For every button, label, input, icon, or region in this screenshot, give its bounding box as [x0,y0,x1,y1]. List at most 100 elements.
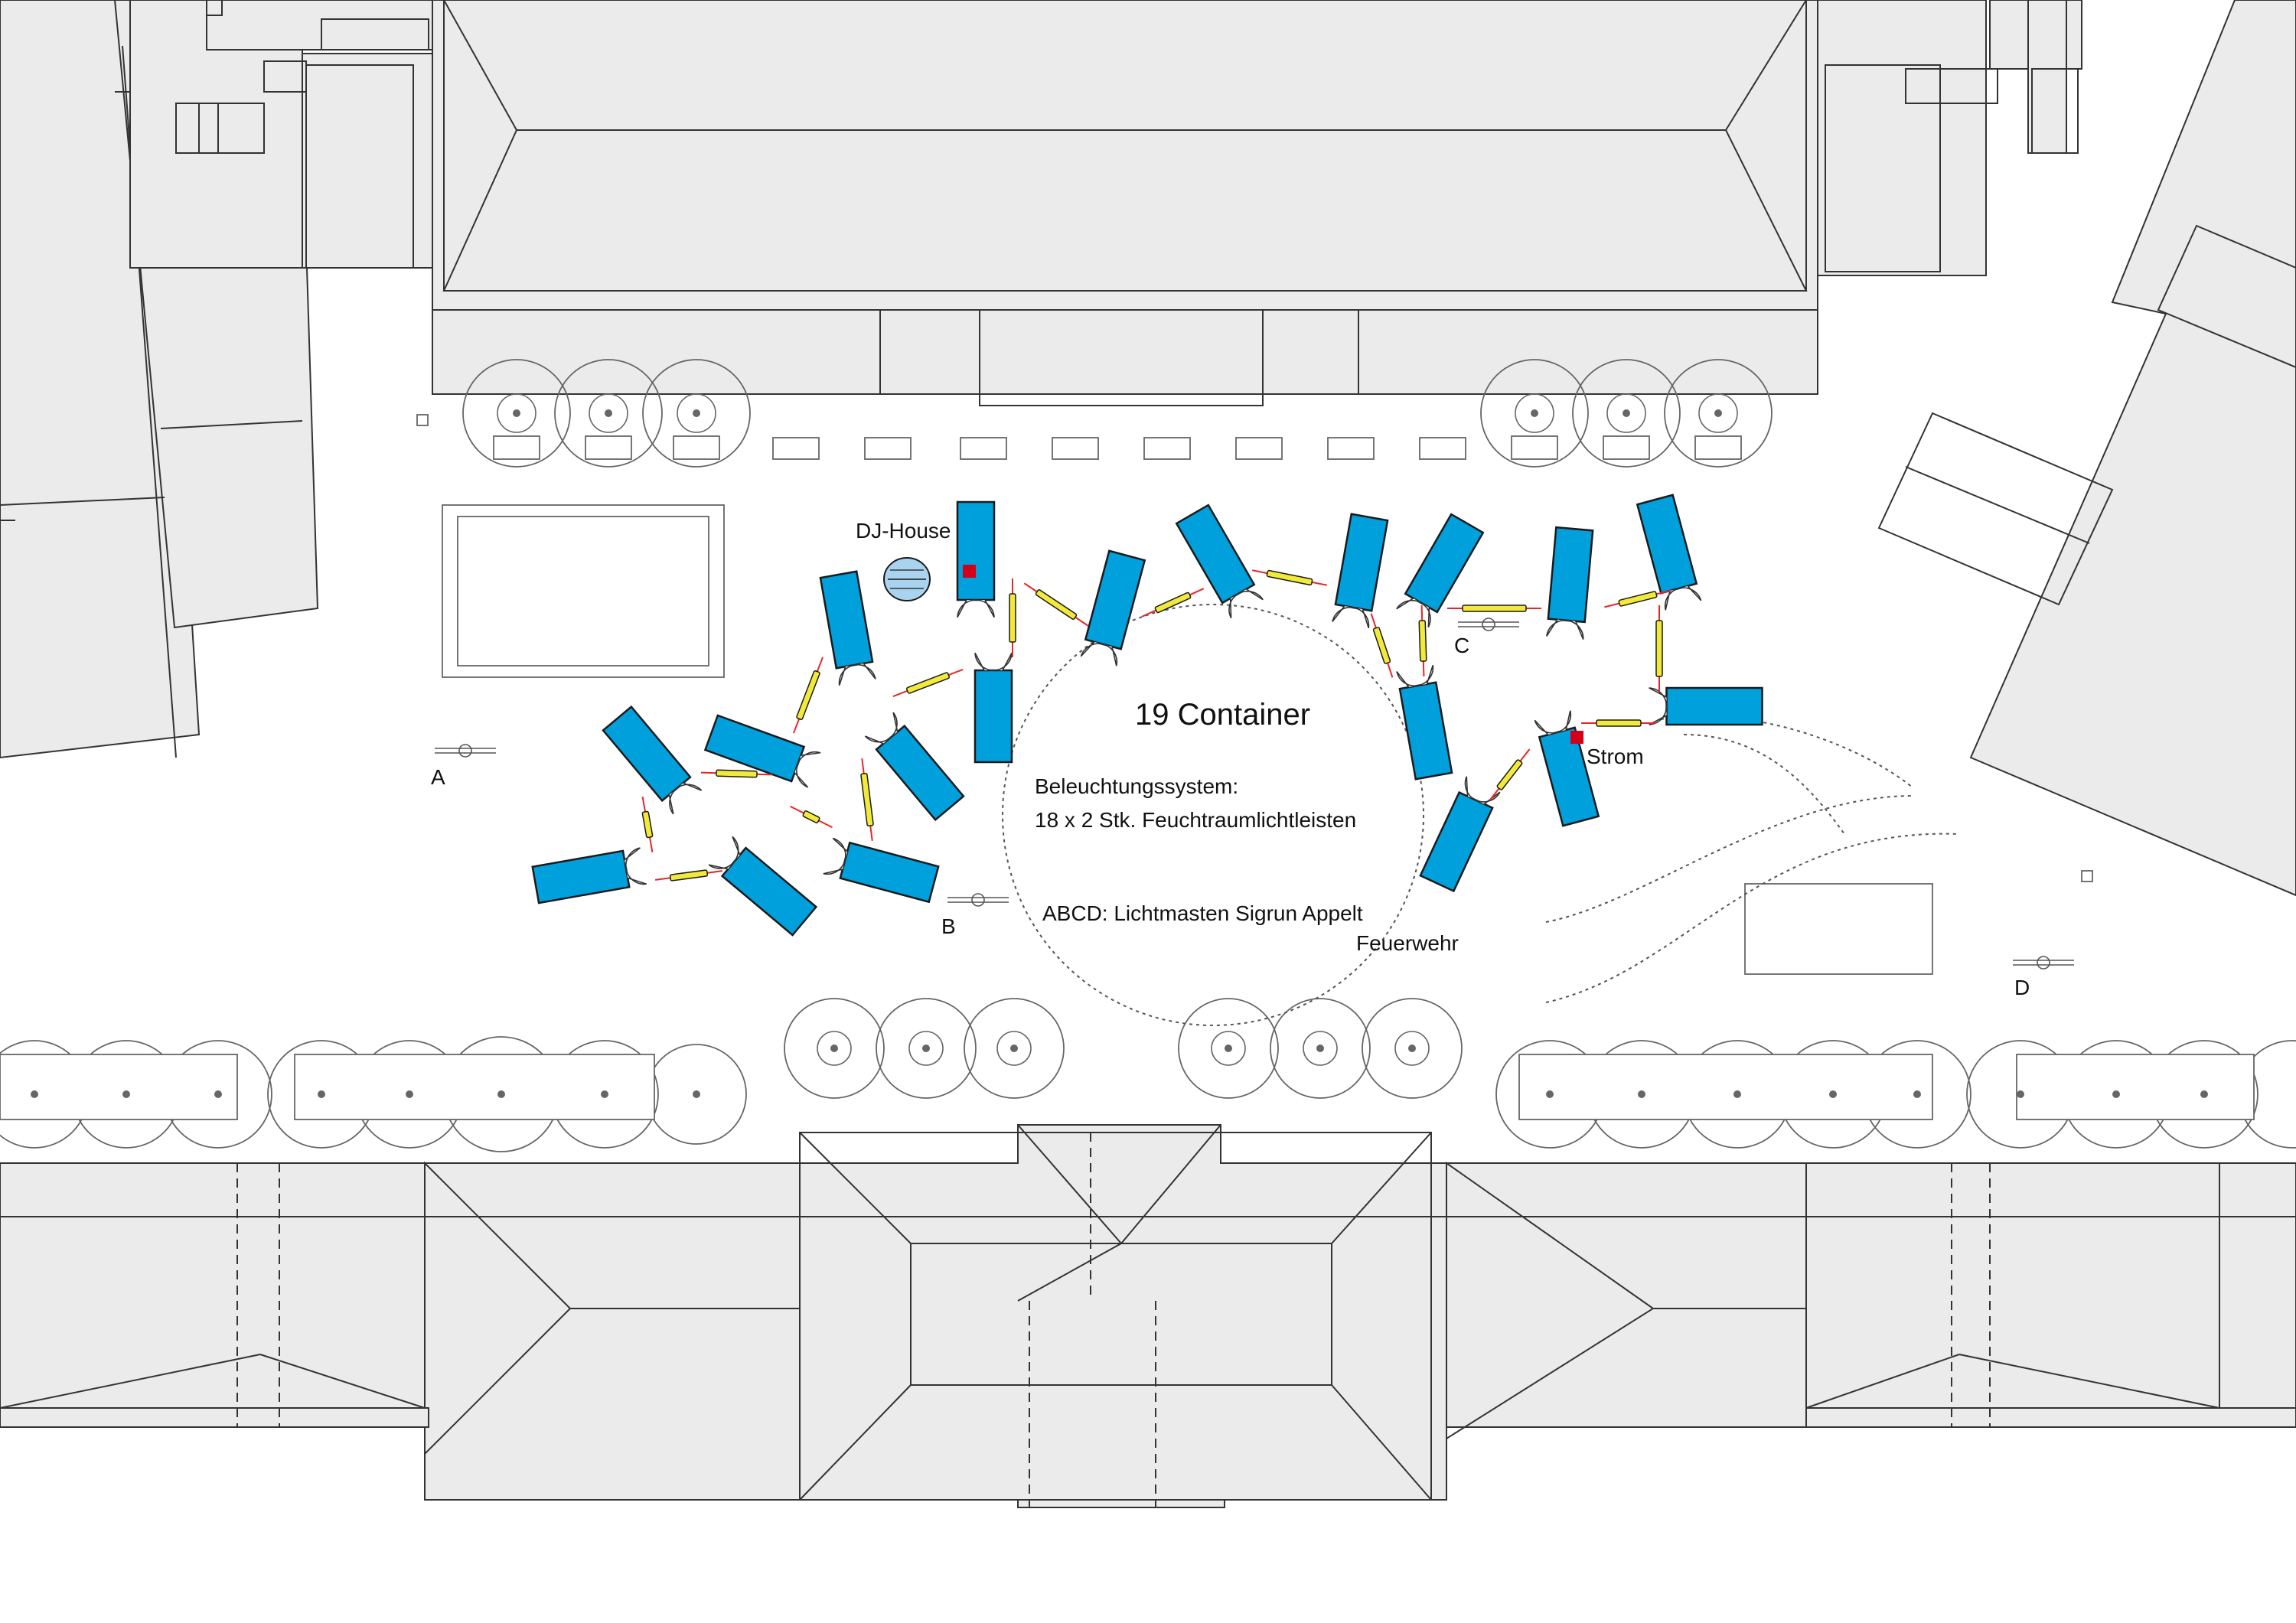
container-door [854,663,876,680]
container-body [839,841,940,904]
container [974,652,1013,764]
light-strip-bar [669,869,709,882]
container-door [1534,719,1557,735]
container-door [832,837,848,861]
container-door [1546,619,1567,637]
container-door [1228,593,1239,619]
light-strip-bar [860,772,874,827]
mast-a [435,744,496,758]
light-strip [700,769,773,778]
light-strips [641,569,1671,882]
container-door [1238,588,1264,601]
mast-b-label: B [941,914,956,938]
light-strip [1655,605,1663,692]
container [703,714,821,788]
container [531,847,647,904]
container-door [797,751,821,764]
container-door [1464,776,1476,801]
container-door [676,782,703,791]
container-door [1420,602,1431,628]
container [1534,710,1600,827]
container [1396,665,1453,781]
container [602,705,703,815]
light-strip [1009,578,1016,657]
light-strip [1447,605,1541,612]
mast-d [2013,956,2074,970]
container-door [1396,598,1422,610]
light-strip [860,758,874,842]
container-door [1353,607,1370,628]
light-strip-bar [1035,589,1078,620]
container-body [531,849,631,904]
container-door [1664,588,1679,611]
light-strip-bar [1618,591,1658,607]
container [819,570,876,686]
event-circle [1002,604,1424,1026]
container-body [819,570,874,670]
light-strip-bar [1655,620,1663,677]
lighting-detail: 18 x 2 Stk. Feuchtraumlichtleisten [1035,808,1356,832]
building-east [1969,0,2296,897]
light-strip-bar [1418,620,1427,662]
container-door [1566,619,1584,640]
container-body [1419,790,1494,893]
mast-d-label: D [2014,976,2030,999]
light-masts [435,618,2074,970]
masts-note: ABCD: Lichtmasten Sigrun Appelt [1042,901,1363,925]
container-body [1084,549,1146,650]
container-door [975,599,995,618]
container-door [823,860,846,875]
light-strip-bar [1266,569,1313,586]
container-body [1665,686,1763,726]
container-body [1538,726,1600,827]
light-strip [793,657,823,734]
light-strip [1489,748,1531,801]
container [1080,549,1146,666]
container-door [993,652,1013,671]
container-door [1649,687,1668,707]
container [1396,513,1485,628]
light-strip [1023,582,1089,627]
dj-booth [883,557,931,601]
light-strip [1581,719,1656,727]
light-strip [1418,605,1427,677]
container-door [624,847,641,869]
dj-house-label: DJ-House [856,519,951,543]
container-door [1332,605,1354,622]
container-body [956,500,996,601]
light-strip-bar [716,769,758,778]
container [956,500,996,618]
container-body [720,846,818,937]
mast-b [947,893,1009,907]
building-north-entrance [879,309,1359,395]
container-door [732,836,741,862]
light-strip-bar [802,810,820,823]
container-door [974,652,994,671]
building-north-main [432,0,1818,311]
buildings [0,0,2296,1508]
container-door [864,735,891,745]
light-strip [1252,569,1327,586]
container-body [1334,513,1389,612]
mast-a-label: A [431,765,445,789]
container [823,837,940,904]
container-door [1476,791,1501,805]
container-door [889,712,899,738]
light-strip-bar [1596,719,1642,727]
light-strip-bar [1462,605,1527,612]
light-strip-bar [1372,627,1391,664]
container [1419,776,1501,893]
container-door [1557,710,1572,733]
container-door [1649,706,1668,725]
container-door [1396,671,1418,688]
containers [531,494,1763,937]
container-door [957,599,977,618]
container-door [1103,644,1118,666]
light-strip [1141,588,1205,618]
light-strip [641,797,654,852]
mast-c [1458,618,1519,631]
container-door [1678,585,1702,601]
landscape [0,359,2296,1152]
container-door [794,764,809,788]
